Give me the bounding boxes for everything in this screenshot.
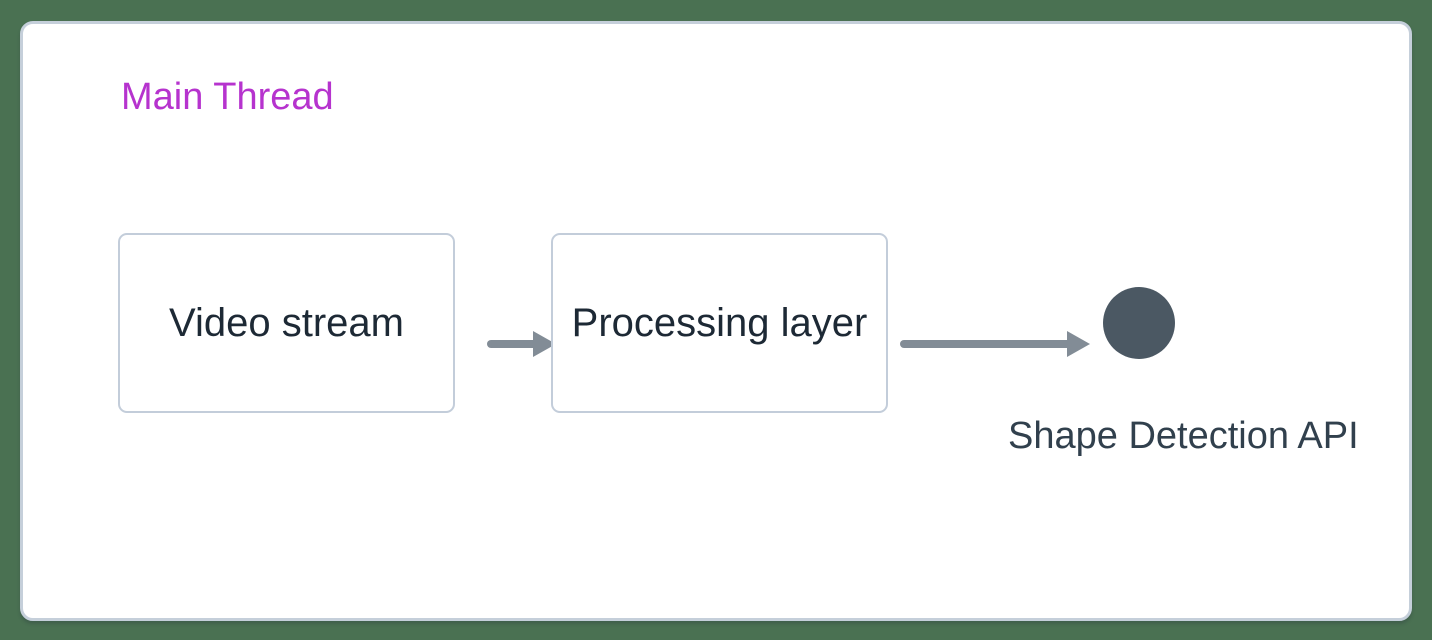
shape-detection-circle-icon <box>1103 287 1175 359</box>
main-thread-panel: Main Thread Video stream Processing laye… <box>20 21 1412 621</box>
node-processing-layer-label: Processing layer <box>571 300 868 345</box>
arrow-right-icon <box>487 331 556 357</box>
node-video-stream: Video stream <box>118 233 455 413</box>
shape-detection-api-label: Shape Detection API <box>1008 415 1359 457</box>
main-thread-label: Main Thread <box>121 76 334 118</box>
node-video-stream-label: Video stream <box>169 300 404 345</box>
arrow-right-icon <box>900 331 1090 357</box>
node-processing-layer: Processing layer <box>551 233 888 413</box>
